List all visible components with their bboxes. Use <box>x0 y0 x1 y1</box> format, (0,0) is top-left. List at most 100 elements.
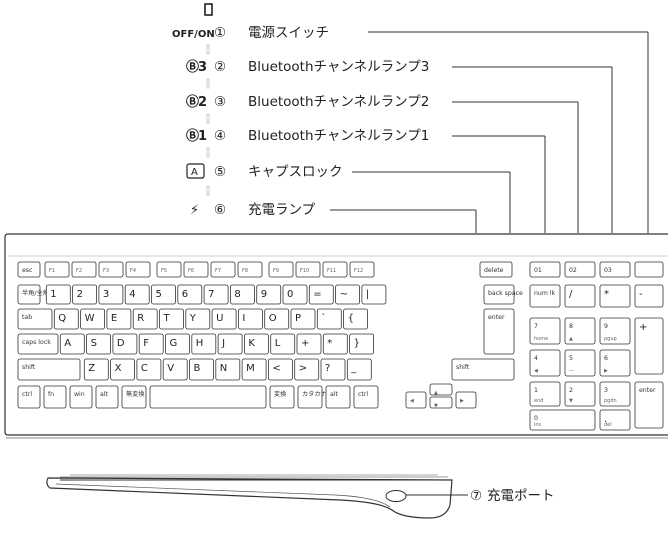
key-num-asterisk[interactable] <box>599 284 631 308</box>
key-bt1[interactable] <box>529 261 561 278</box>
key-row1-9[interactable] <box>256 284 282 305</box>
key-row2-6[interactable] <box>185 308 211 330</box>
key-num-8[interactable] <box>564 317 596 345</box>
key-num-9[interactable] <box>599 317 631 345</box>
key-hankaku-zenkaku[interactable] <box>17 284 41 305</box>
key-row4-5[interactable] <box>189 358 214 381</box>
key-row2-5[interactable] <box>159 308 184 330</box>
key-row3-5[interactable] <box>165 333 190 355</box>
key-fn[interactable] <box>43 385 67 409</box>
key-row1-8[interactable] <box>229 284 255 305</box>
key-row2-3[interactable] <box>106 308 132 330</box>
key-row4-9[interactable] <box>294 358 320 381</box>
key-f2[interactable] <box>71 261 97 278</box>
key-katakana[interactable] <box>297 385 323 409</box>
key-row1-10[interactable] <box>282 284 308 305</box>
key-row2-1[interactable] <box>53 308 79 330</box>
key-row2-9[interactable] <box>264 308 290 330</box>
key-row1-13[interactable] <box>361 284 387 305</box>
key-num-enter[interactable] <box>634 381 664 429</box>
key-row3-11[interactable] <box>322 333 348 355</box>
key-row1-4[interactable] <box>124 284 150 305</box>
key-row2-11[interactable] <box>316 308 342 330</box>
key-row1-1[interactable] <box>45 284 71 305</box>
key-arrow-down[interactable] <box>429 396 453 409</box>
key-row1-2[interactable] <box>72 284 97 305</box>
key-num-3[interactable] <box>599 381 631 407</box>
key-henkan[interactable] <box>269 385 295 409</box>
key-arrow-right[interactable] <box>455 391 477 409</box>
key-alt-right[interactable] <box>325 385 351 409</box>
key-row3-9[interactable] <box>270 333 296 355</box>
key-ctrl-left[interactable] <box>17 385 41 409</box>
key-row4-2[interactable] <box>110 358 135 381</box>
key-f3[interactable] <box>98 261 124 278</box>
key-num-0[interactable] <box>529 409 596 431</box>
key-row3-8[interactable] <box>243 333 269 355</box>
key-num-6[interactable] <box>599 349 631 377</box>
key-f1[interactable] <box>44 261 70 278</box>
key-enter[interactable] <box>483 308 515 355</box>
key-num-5[interactable] <box>564 349 596 377</box>
key-row4-3[interactable] <box>136 358 162 381</box>
key-f8[interactable] <box>237 261 263 278</box>
key-f12[interactable] <box>349 261 375 278</box>
key-row3-7[interactable] <box>217 333 243 355</box>
key-bt-switch[interactable] <box>634 261 664 278</box>
key-num-4[interactable] <box>529 349 561 377</box>
key-row1-3[interactable] <box>98 284 124 305</box>
key-space[interactable] <box>149 385 267 409</box>
key-backspace[interactable] <box>483 284 515 305</box>
key-f11[interactable] <box>322 261 348 278</box>
key-row1-7[interactable] <box>203 284 229 305</box>
key-bt2[interactable] <box>564 261 596 278</box>
key-row4-1[interactable] <box>83 358 109 381</box>
key-row4-10[interactable] <box>320 358 346 381</box>
key-row1-5[interactable] <box>151 284 176 305</box>
key-delete[interactable] <box>479 261 513 278</box>
key-shift-left[interactable] <box>17 358 81 381</box>
key-alt-left[interactable] <box>95 385 119 409</box>
key-row3-1[interactable] <box>59 333 85 355</box>
key-num-1[interactable] <box>529 381 561 407</box>
key-row2-4[interactable] <box>132 308 158 330</box>
key-arrow-left[interactable] <box>405 391 427 409</box>
key-num-plus[interactable] <box>634 317 664 375</box>
key-bt3[interactable] <box>599 261 631 278</box>
key-num-minus[interactable] <box>634 284 664 308</box>
key-num-dot[interactable] <box>599 409 631 431</box>
key-row2-12[interactable] <box>343 308 369 330</box>
key-row4-8[interactable] <box>267 358 293 381</box>
key-row3-10[interactable] <box>296 333 322 355</box>
key-f6[interactable] <box>183 261 209 278</box>
key-row3-4[interactable] <box>138 333 164 355</box>
key-muhenkan[interactable] <box>121 385 147 409</box>
key-row3-2[interactable] <box>86 333 111 355</box>
key-esc[interactable] <box>17 261 41 278</box>
key-ctrl-right[interactable] <box>353 385 379 409</box>
key-row2-8[interactable] <box>237 308 263 330</box>
key-row4-4[interactable] <box>162 358 188 381</box>
key-shift-right[interactable] <box>451 358 515 381</box>
key-row4-7[interactable] <box>241 358 267 381</box>
key-f4[interactable] <box>125 261 151 278</box>
key-win[interactable] <box>69 385 93 409</box>
key-row3-6[interactable] <box>191 333 217 355</box>
key-num-2[interactable] <box>564 381 596 407</box>
key-row2-2[interactable] <box>80 308 105 330</box>
key-row1-11[interactable] <box>308 284 334 305</box>
key-f9[interactable] <box>268 261 294 278</box>
key-f10[interactable] <box>295 261 321 278</box>
key-row3-3[interactable] <box>112 333 138 355</box>
key-row4-6[interactable] <box>215 358 241 381</box>
key-f5[interactable] <box>156 261 182 278</box>
key-row1-6[interactable] <box>177 284 203 305</box>
key-row2-7[interactable] <box>211 308 237 330</box>
key-row3-12[interactable] <box>349 333 375 355</box>
key-row1-12[interactable] <box>335 284 361 305</box>
key-caps-lock[interactable] <box>17 333 59 355</box>
key-num-7[interactable] <box>529 317 561 345</box>
key-arrow-up[interactable] <box>429 383 453 396</box>
key-num-slash[interactable] <box>564 284 596 308</box>
key-tab[interactable] <box>17 308 53 330</box>
